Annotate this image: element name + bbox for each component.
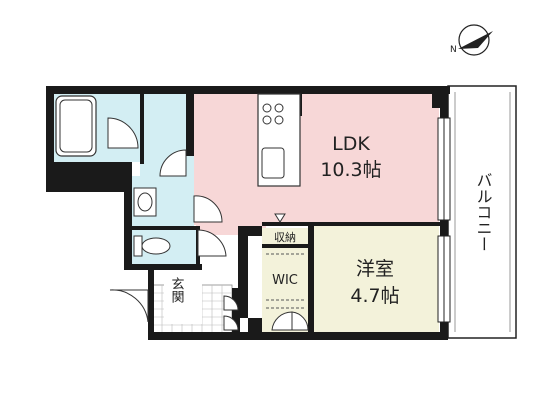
ldk-name-label: LDK [332, 133, 370, 155]
bedroom-name-label: 洋室 [356, 258, 394, 280]
svg-text:N: N [450, 45, 457, 55]
wic-shelves [266, 253, 306, 309]
ldk-size-label: 10.3帖 [320, 159, 381, 181]
washbasin-icon [133, 187, 157, 217]
balcony-label: バルコニー [474, 172, 493, 252]
bedroom-area [313, 225, 439, 333]
walls [46, 86, 450, 340]
bedroom-size-label: 4.7帖 [350, 285, 399, 307]
bathtub-icon [55, 95, 97, 157]
north-arrow-icon: N [450, 24, 493, 56]
storage-door-marker [274, 213, 286, 223]
storage-area [262, 228, 308, 246]
storage-label: 収納 [274, 231, 296, 244]
entrance-floor [151, 284, 233, 338]
entrance-label: 玄関 [169, 277, 185, 304]
sink-icon [261, 147, 285, 179]
stove-icon [262, 103, 284, 125]
balcony-windows [437, 117, 451, 323]
toilet-icon [133, 235, 171, 257]
doors [107, 117, 309, 331]
wic-label: WIC [272, 273, 298, 288]
